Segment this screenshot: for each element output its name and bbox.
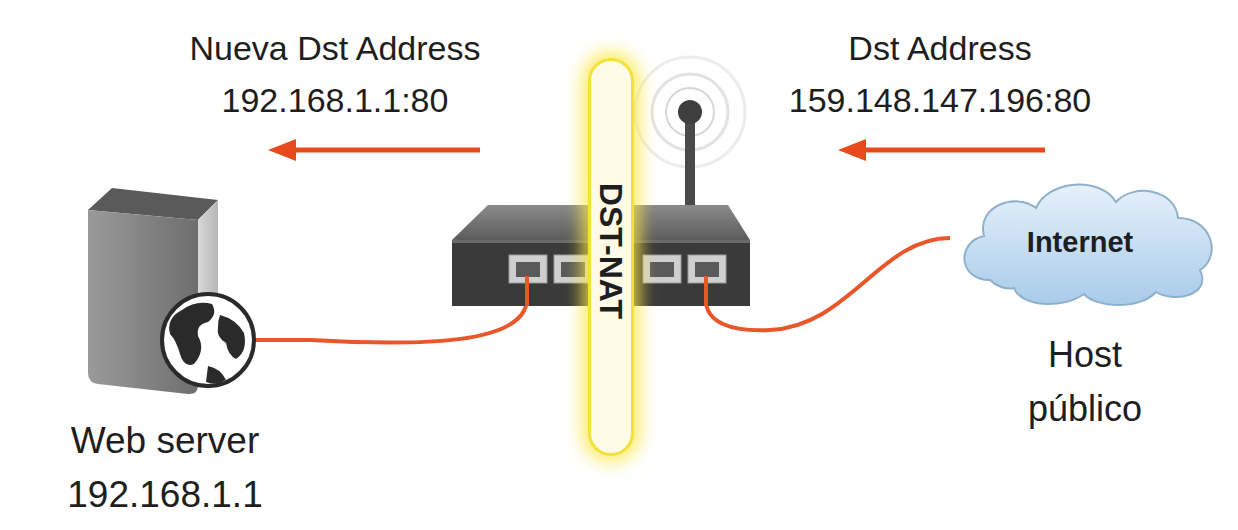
cloud-label: Internet — [950, 225, 1210, 259]
nat-label: DST-NAT — [593, 183, 629, 319]
address-label: Nueva Dst Address — [189, 28, 480, 68]
server-node: Web server 192.168.1.1 — [40, 180, 310, 524]
cloud-node: InternetHost público — [950, 170, 1230, 440]
server-icon — [40, 180, 310, 410]
address-label: 192.168.1.1:80 — [222, 80, 449, 120]
server-caption: Web server 192.168.1.1 — [40, 414, 290, 522]
address-label: Dst Address — [848, 28, 1031, 68]
address-label: 159.148.147.196:80 — [789, 80, 1092, 120]
nat-band: DST-NAT — [588, 58, 634, 456]
host-caption: Host público — [995, 328, 1175, 436]
